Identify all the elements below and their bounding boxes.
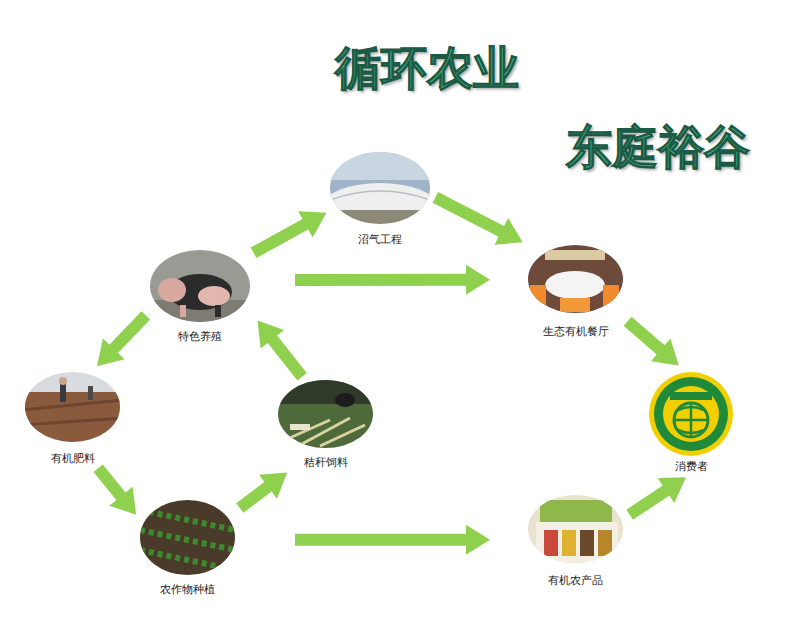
flow-arrow: [295, 265, 490, 295]
photo-node: 生态有机餐厅: [528, 245, 623, 339]
photo-node: 沼气工程: [330, 152, 430, 247]
photo-node: 消费者: [645, 372, 737, 474]
pig-photo: [148, 248, 252, 324]
flow-arrow: [251, 211, 327, 258]
photo-node: 农作物种植: [140, 500, 235, 597]
flow-arrow: [97, 311, 150, 366]
photo-node: 特色养殖: [150, 250, 250, 344]
photo-node: 秸秆饲料: [278, 380, 373, 470]
node-caption: 有机肥料: [25, 452, 120, 466]
biogas-photo: [324, 150, 436, 227]
straw-feed-photo: [276, 378, 376, 450]
flow-arrow: [94, 465, 137, 515]
flow-arrow: [295, 525, 490, 555]
photo-node: 有机农产品: [528, 495, 623, 588]
brand-label: 东庭裕谷: [566, 117, 750, 179]
node-caption: 消费者: [645, 460, 737, 474]
crop-photo: [138, 498, 238, 590]
flow-arrow: [433, 192, 523, 245]
flow-arrow: [624, 317, 679, 366]
node-caption: 特色养殖: [150, 330, 250, 344]
node-caption: 有机农产品: [528, 574, 623, 588]
photo-node: 有机肥料: [25, 372, 120, 466]
node-caption: 生态有机餐厅: [528, 325, 623, 339]
organic-product-photo: [526, 493, 626, 565]
diagram-title: 循环农业: [335, 38, 519, 100]
consumer-logo: [649, 372, 733, 456]
flow-arrow: [236, 472, 287, 512]
node-caption: 农作物种植: [140, 583, 235, 597]
restaurant-photo: [526, 243, 626, 315]
flow-arrow: [626, 477, 686, 520]
flow-arrow: [258, 321, 307, 381]
fertilizer-photo: [23, 370, 123, 444]
node-caption: 秸秆饲料: [278, 456, 373, 470]
node-caption: 沼气工程: [330, 233, 430, 247]
